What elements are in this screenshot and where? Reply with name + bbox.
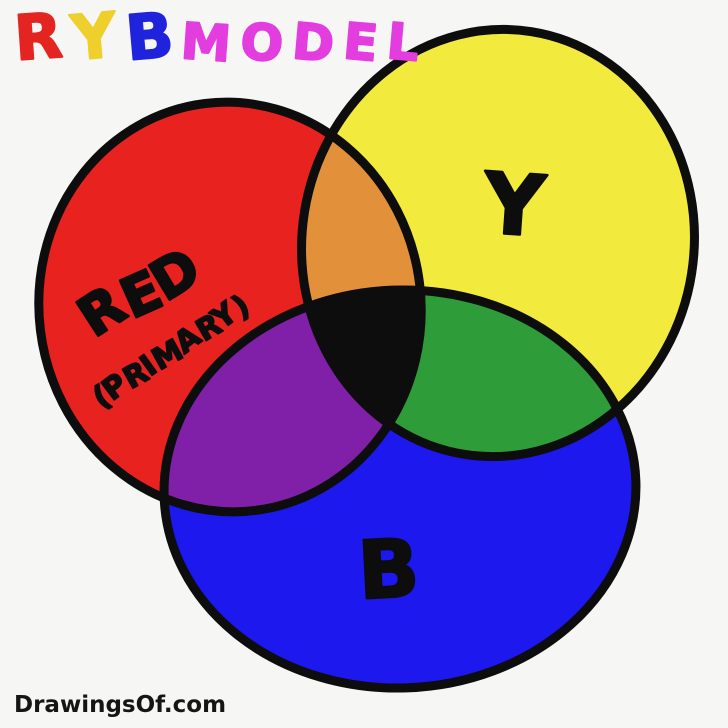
yellow-circle-label: Y [479, 154, 549, 256]
title-letter-e: E [341, 12, 377, 72]
page-title-ryb: R Y B [12, 0, 172, 76]
venn-diagram [34, 24, 699, 693]
page-title-model: M O D E L [179, 11, 420, 73]
yellow-circle-outline [297, 24, 699, 462]
watermark: DrawingsOf.com [14, 692, 226, 718]
title-letter-b: B [123, 0, 172, 75]
title-letter-o: O [238, 12, 283, 73]
title-letter-d: D [290, 12, 334, 73]
red-circle-outline [34, 97, 426, 517]
title-letter-y: Y [67, 0, 120, 75]
blue-circle-outline [159, 285, 641, 693]
title-letter-m: M [179, 12, 229, 73]
blue-circle-label: B [356, 522, 422, 618]
